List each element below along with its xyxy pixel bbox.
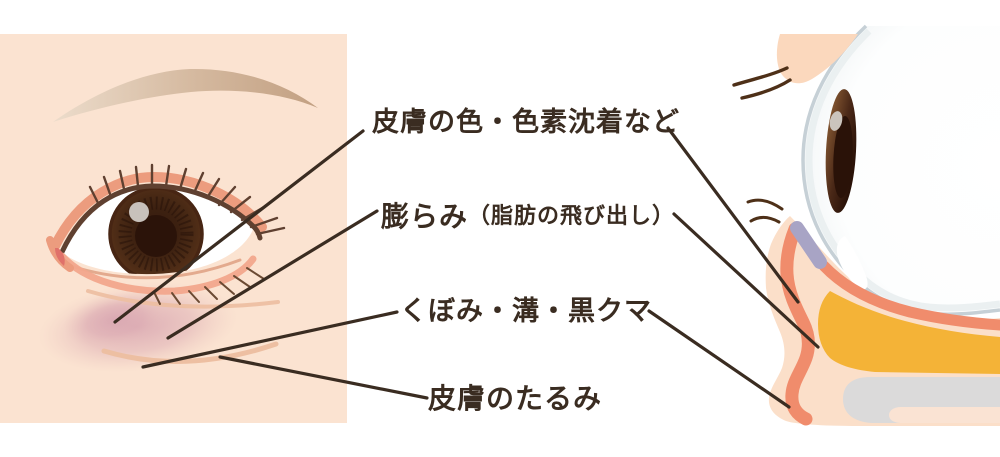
orbital-bone xyxy=(843,377,1000,423)
conjunctival-gap xyxy=(836,236,868,290)
eyebrow xyxy=(53,68,318,122)
lower-lashes-section xyxy=(746,198,784,224)
muscle-under-eye xyxy=(818,260,1000,331)
leader-bulge-right xyxy=(672,212,820,349)
eyeball xyxy=(803,26,1000,315)
leader-skin-pigmentation-right xyxy=(666,126,800,304)
orbital-fat xyxy=(818,291,1000,374)
eye-cross-section-view xyxy=(732,24,1000,426)
leader-skin-pigmentation-left xyxy=(113,129,365,324)
label-skin-pigmentation: 皮膚の色・色素沈着など xyxy=(372,107,680,138)
lower-lashes xyxy=(154,267,265,305)
tear-duct xyxy=(55,248,65,266)
tarsal-plate xyxy=(790,221,827,269)
upper-eyelid-line xyxy=(50,171,267,251)
label-bulge-paren: （脂肪の飛び出し） xyxy=(468,204,676,229)
leader-sagging-left xyxy=(218,355,429,400)
eye-highlight xyxy=(129,202,149,222)
label-hollow-groove-darkcircle: くぼみ・溝・黒クマ xyxy=(400,296,652,327)
pupil xyxy=(135,215,177,257)
leader-bulge-left xyxy=(166,209,379,340)
upper-eyelid-section xyxy=(776,34,858,84)
upper-lashes-section xyxy=(732,66,792,100)
upper-lashes xyxy=(88,163,286,236)
leader-lines xyxy=(113,126,820,409)
leader-hollow-right xyxy=(647,309,791,409)
label-bulge-fat: 膨らみ（脂肪の飛び出し） xyxy=(381,198,675,236)
label-bulge-main: 膨らみ xyxy=(381,200,469,233)
label-skin-sagging: 皮膚のたるみ xyxy=(428,382,603,415)
lower-eyelid-rim xyxy=(58,252,257,295)
iris-side-view xyxy=(825,89,857,213)
upper-lash-line xyxy=(59,183,263,255)
leader-hollow-left xyxy=(141,310,399,369)
face-front-view xyxy=(0,34,347,423)
